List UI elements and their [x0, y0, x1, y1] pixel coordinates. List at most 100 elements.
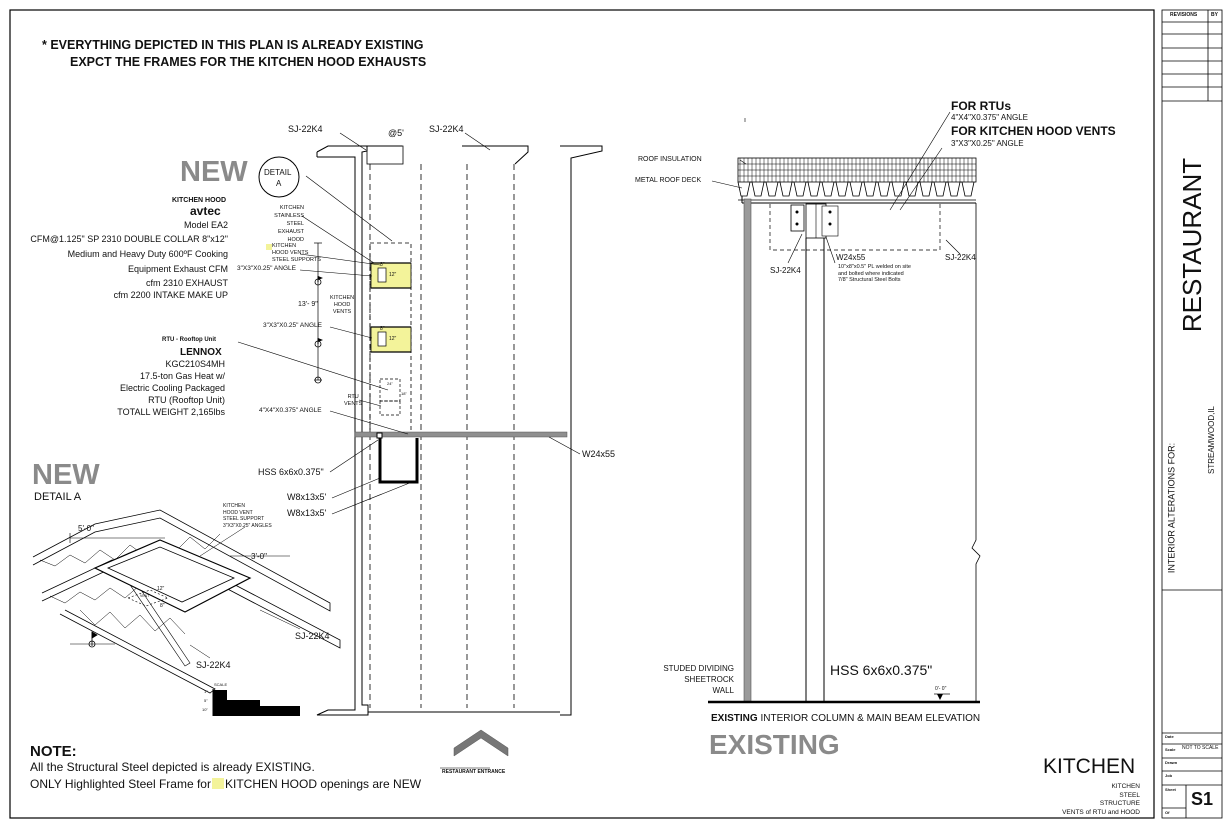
elev-caption-bold: EXISTING	[711, 713, 758, 724]
elev-level: 0'- 0"	[935, 686, 947, 692]
tb-sheet-number: S1	[1191, 789, 1214, 809]
sheet-sub-line: KITCHEN	[1111, 783, 1140, 790]
detail-a-vent: VENT	[140, 594, 150, 598]
kitchen-hood-heading: KITCHEN HOOD	[172, 197, 227, 204]
tb-sheet-label: Sheet	[1165, 787, 1176, 792]
elev-existing-tag: EXISTING	[709, 729, 840, 760]
hood-duty: Medium and Heavy Duty 600ºF Cooking	[67, 249, 228, 259]
plan-vent-12-a: 12"	[389, 272, 397, 278]
detail-a-sj-b: SJ-22K4	[196, 660, 231, 670]
detail-a-dim-3: 3'-0"	[251, 552, 267, 561]
elev-sj-right: SJ-22K4	[945, 253, 976, 262]
hood-cfm-collar: CFM@1.125" SP 2310 DOUBLE COLLAR 8"x12"	[30, 234, 228, 244]
sheet-sub-line: STEEL	[1119, 791, 1140, 799]
note-line2: ONLY Highlighted Steel Frame for KITCHEN …	[30, 778, 421, 790]
sheetrock-wall	[743, 198, 752, 703]
tb-by: BY	[1211, 12, 1218, 18]
plan-vent-8-b: 8"	[380, 326, 385, 332]
plan-w24: W24x55	[582, 449, 616, 459]
tb-drawn-label: Drawn	[1165, 760, 1178, 765]
hood-cfm-intake: cfm 2200 INTAKE MAKE UP	[113, 290, 228, 300]
brand-avtec: avtec	[190, 204, 221, 218]
rtu-line1: 17.5-ton Gas Heat w/	[139, 371, 225, 381]
detail-a-drawing	[32, 509, 341, 694]
detail-a-support-label: KITCHEN HOOD VENT STEEL SUPPORT 3"X3"X0.…	[223, 503, 272, 529]
detail-bubble-text-2: A	[276, 179, 282, 188]
elev-hss: HSS 6x6x0.375"	[830, 662, 933, 678]
elev-angle-3x3: 3"X3"X0.25" ANGLE	[951, 139, 1024, 148]
plan-sj-right: SJ-22K4	[429, 124, 464, 134]
tb-job-label: Job	[1165, 773, 1173, 778]
hood-label-line: KITCHEN	[279, 205, 304, 211]
elev-angle-4x4: 4"X4"X0.375" ANGLE	[951, 113, 1029, 122]
hood-cfm-exhaust: cfm 2310 EXHAUST	[145, 278, 228, 288]
elev-sj-left: SJ-22K4	[770, 266, 801, 275]
title-block-graphics	[1161, 9, 1223, 819]
plan-angle-3x3-b: 3"X3"X0.25" ANGLE	[263, 322, 322, 329]
hood-label: KITCHEN STAINLESS STEEL EXHAUST HOOD	[262, 204, 304, 244]
detail-a-dim-8: 8"	[160, 603, 165, 609]
tb-revisions: REVISIONS	[1170, 12, 1198, 18]
rtu-line2: Electric Cooling Packaged	[119, 383, 225, 393]
scale-bar	[212, 689, 300, 716]
elev-metal-deck: METAL ROOF DECK	[635, 177, 702, 184]
rtu-lennox: LENNOX	[180, 347, 222, 358]
rtu-model: KGC210S4MH	[165, 359, 225, 369]
hood-vents-supports-label: KITCHEN HOOD VENTS STEEL SUPPORTS	[272, 243, 321, 264]
plan-w8-a: W8x13x5'	[287, 492, 327, 502]
w24-beam-plan	[354, 431, 568, 438]
wall-label-line: WALL	[712, 686, 735, 695]
detail-a-dim-12: 12"	[157, 586, 165, 592]
plan-angle-4x4: 4"X4"X0.375" ANGLE	[259, 407, 322, 414]
support-label-line: KITCHEN	[223, 503, 245, 509]
note-line1: All the Structural Steel depicted is alr…	[30, 760, 315, 774]
plan-angle-3x3: 3"X3"X0.25" ANGLE	[237, 265, 296, 272]
scale-mark-5: 5"	[204, 698, 208, 703]
plan-vent-12-b: 12"	[389, 336, 397, 342]
plate-note-line: and bolted where indicated	[838, 270, 904, 277]
tb-scale-value: NOT TO SCALE	[1182, 745, 1219, 751]
rtu-vents-label: RTU VENTS	[344, 394, 362, 408]
elev-roof-insulation: ROOF INSULATION	[638, 156, 702, 163]
support-label-line: STEEL SUPPORT	[223, 516, 265, 522]
header-note-line1: * EVERYTHING DEPICTED IN THIS PLAN IS AL…	[42, 38, 424, 52]
hood-label-line: EXHAUST	[278, 229, 304, 235]
sheet-sub-line: STRUCTURE	[1099, 800, 1140, 807]
tb-location: STREAMWOOD,IL	[1207, 405, 1216, 475]
plan-vent-8-a: 8"	[380, 262, 385, 268]
note-line2-post: KITCHEN HOOD openings are NEW	[224, 777, 422, 791]
plan-rtu-box-24: 24"	[387, 381, 393, 386]
tb-scale-label: Scale	[1165, 747, 1176, 752]
plate-note-line: 10"x8"x0.5" PL welded on site	[838, 264, 911, 270]
wall-label-line: SHEETROCK	[684, 675, 734, 684]
restaurant-entrance: RESTAURANT ENTRANCE	[442, 769, 506, 775]
plan-w8-b: W8x13x5'	[287, 508, 327, 518]
note-line2-pre: ONLY Highlighted Steel Frame for	[30, 777, 211, 791]
sheet-sub: KITCHEN STEEL STRUCTURE VENTS of RTU and…	[1062, 783, 1140, 817]
detail-a-new-tag: NEW	[32, 459, 100, 491]
elev-caption-rest: INTERIOR COLUMN & MAIN BEAM ELEVATION	[757, 713, 981, 724]
scale-title: SCALE	[214, 682, 228, 687]
plan-view	[237, 132, 603, 769]
kitchen-hood-vents-label: KITCHEN HOOD VENTS	[330, 295, 354, 316]
plan-new-tag: NEW	[180, 156, 248, 188]
plan-rtu-box-18: 18"	[401, 391, 407, 396]
kitchen-hood-vents-line: KITCHEN	[330, 295, 355, 301]
sheet-title: KITCHEN	[1043, 755, 1136, 778]
elev-w24: W24x55	[836, 253, 866, 262]
rtu-heading: RTU - Rooftop Unit	[162, 337, 216, 343]
support-label-line: HOOD VENT	[223, 509, 253, 516]
header-note-line2: EXPCT THE FRAMES FOR THE KITCHEN HOOD EX…	[70, 55, 427, 69]
elev-caption: EXISTING INTERIOR COLUMN & MAIN BEAM ELE…	[711, 714, 980, 724]
tb-of-label: Of	[1165, 810, 1170, 815]
kitchen-hood-vents-line: VENTS	[332, 309, 352, 315]
scale-mark-10: 10"	[202, 707, 208, 712]
detail-bubble-text-1: DETAIL	[264, 168, 292, 177]
hood-vents-supports-line: KITCHEN	[272, 243, 297, 249]
hood-label-line: STAINLESS	[274, 213, 304, 219]
plan-hss: HSS 6x6x0.375"	[258, 467, 324, 477]
elev-for-rtus: FOR RTUs	[951, 99, 1011, 113]
note-heading: NOTE:	[30, 743, 77, 760]
